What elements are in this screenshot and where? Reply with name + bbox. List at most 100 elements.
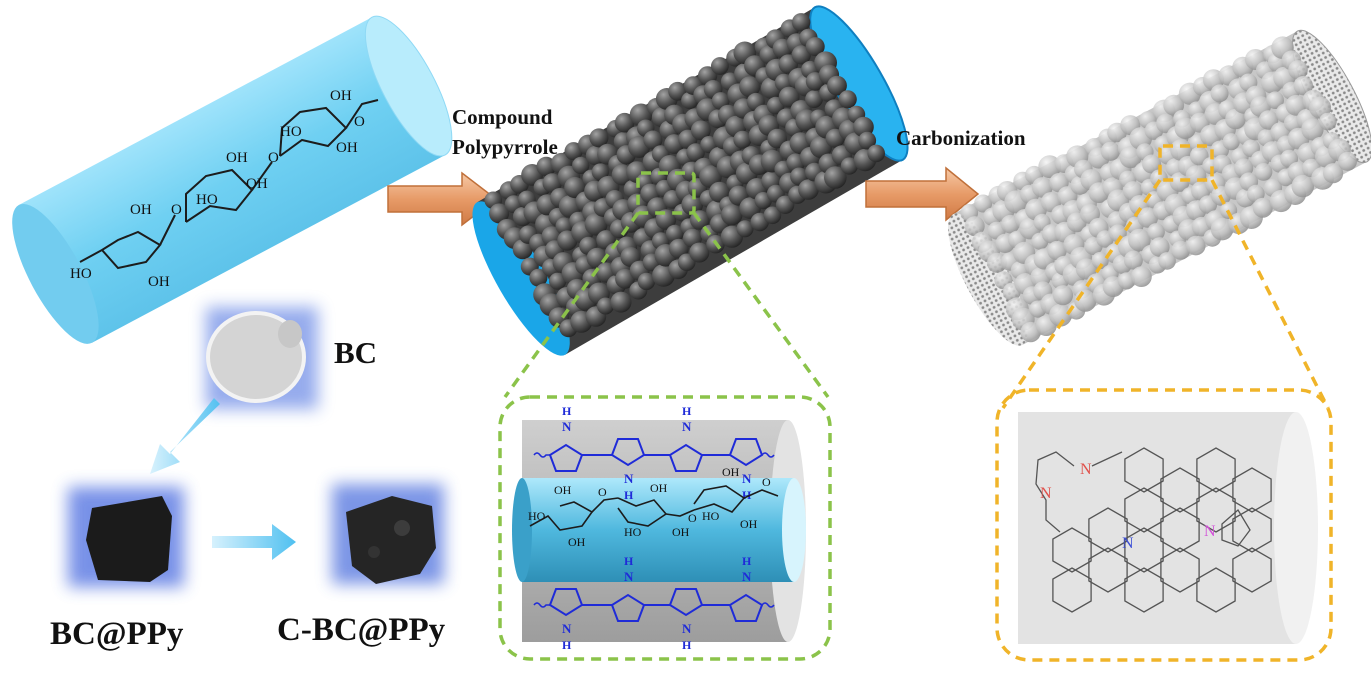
ppy-particle — [665, 224, 684, 243]
hydrogen-label: H — [682, 404, 692, 418]
carbon-particle — [1075, 258, 1097, 280]
carbon-particle — [1225, 108, 1246, 130]
ppy-particle — [668, 238, 689, 259]
bc-ppy-label: BC@PPy — [50, 616, 184, 652]
ppy-particle — [555, 217, 573, 235]
ppy-particle — [733, 130, 752, 149]
carbon-ring — [1088, 507, 1128, 553]
ppy-particle — [838, 90, 857, 109]
pyrrole-ring — [728, 593, 764, 622]
bc-photo — [206, 307, 318, 409]
ppy-coated-cylinder — [472, 5, 909, 356]
carbon-particle — [1258, 110, 1279, 130]
ppy-particle — [805, 90, 823, 108]
carbon-ring — [1160, 547, 1200, 593]
svg-text:N: N — [1080, 461, 1092, 478]
chain-end — [533, 452, 550, 458]
svg-text:OH: OH — [148, 274, 170, 290]
carbon-particle — [974, 194, 993, 213]
svg-text:HO: HO — [280, 124, 302, 140]
nitrogen-label: N — [682, 621, 692, 636]
carbon-ring — [1124, 487, 1164, 533]
chain-end — [761, 602, 775, 608]
bc-label: BC — [334, 335, 378, 370]
c-bc-ppy-label: C-BC@PPy — [277, 612, 446, 648]
cellulose-structure — [79, 99, 379, 270]
carbon-particle — [1158, 252, 1176, 270]
ppy-particle — [542, 173, 562, 193]
carbon-particle — [1020, 321, 1041, 343]
carbon-particle — [1293, 76, 1314, 96]
svg-text:OH: OH — [672, 525, 690, 539]
svg-text:OH: OH — [226, 150, 248, 166]
ppy-particle — [686, 143, 705, 162]
svg-text:O: O — [171, 202, 182, 218]
arrow-carbonization — [865, 166, 980, 222]
svg-text:HO: HO — [196, 192, 218, 208]
svg-text:OH: OH — [740, 517, 758, 531]
hydrogen-label: H — [742, 488, 752, 502]
carbon-ring — [1232, 547, 1272, 593]
svg-text:HO: HO — [528, 509, 546, 523]
carbon-particle — [1119, 146, 1142, 169]
cellulose-cylinder — [12, 15, 453, 344]
carbon-particle — [1186, 235, 1206, 256]
ppy-particle — [610, 291, 632, 313]
carbon-particle — [1301, 118, 1324, 141]
svg-text:OH: OH — [722, 465, 740, 479]
hydrogen-label: H — [682, 638, 692, 652]
cellulose-atom-labels: OH HO OH O OH HO OH O OH HO OH O — [70, 88, 365, 290]
carbon-ring — [1232, 467, 1272, 513]
orange-zoom-callout — [995, 144, 1333, 662]
ppy-particle — [591, 163, 609, 181]
ppy-particle — [798, 179, 819, 200]
svg-text:OH: OH — [336, 140, 358, 156]
pyrrole-ring — [728, 438, 764, 467]
photo-arrow-bc-to-bcppy — [150, 398, 220, 474]
ppy-particle — [668, 81, 687, 101]
carbon-ring — [1196, 487, 1236, 533]
nitrogen-label: N — [742, 569, 752, 584]
ppy-particle — [721, 204, 743, 226]
ppy-particle — [858, 131, 877, 150]
ppy-particle — [867, 144, 885, 163]
carbonized-cylinder — [948, 29, 1371, 346]
carbonization-label: Carbonization — [896, 126, 1026, 150]
ppy-particle — [589, 128, 609, 148]
carbon-particle — [1142, 154, 1162, 174]
ppy-particle — [681, 193, 704, 216]
ppy-particle — [791, 13, 811, 32]
pyrrole-ring — [610, 438, 646, 467]
carbon-ring — [1052, 567, 1092, 613]
ppy-particle — [529, 268, 548, 287]
ppy-particle — [614, 112, 635, 133]
pyrrolic-ring — [1221, 508, 1251, 547]
carbon-particle — [1131, 266, 1152, 287]
ppy-particle — [690, 120, 711, 141]
carbon-ring — [1124, 527, 1164, 573]
carbon-particle — [1047, 240, 1067, 261]
carbon-particle — [1323, 163, 1344, 184]
carbon-particle — [1338, 151, 1357, 171]
carbon-particle — [1210, 217, 1234, 241]
ppy-particles — [484, 13, 885, 338]
carbon-particle — [1169, 172, 1190, 192]
hydrogen-label: H — [624, 488, 634, 502]
ppy-particle — [736, 220, 754, 238]
pyrrole-ring — [668, 443, 704, 472]
carbon-particles — [960, 36, 1357, 343]
svg-text:HO: HO — [624, 525, 642, 539]
photo-arrow-bcppy-to-cbcppy — [212, 524, 296, 560]
hydrogen-label: H — [624, 554, 634, 568]
ppy-particle — [824, 166, 847, 189]
svg-text:OH: OH — [246, 176, 268, 192]
svg-text:HO: HO — [702, 509, 720, 523]
carbon-particle — [1285, 94, 1307, 116]
ppy-particle — [763, 206, 782, 225]
nitrogen-label: N — [562, 419, 572, 434]
ppy-particle — [840, 157, 858, 175]
carbon-particle — [1032, 177, 1053, 198]
ppy-particle — [791, 45, 811, 65]
carbon-particle — [1318, 112, 1337, 131]
